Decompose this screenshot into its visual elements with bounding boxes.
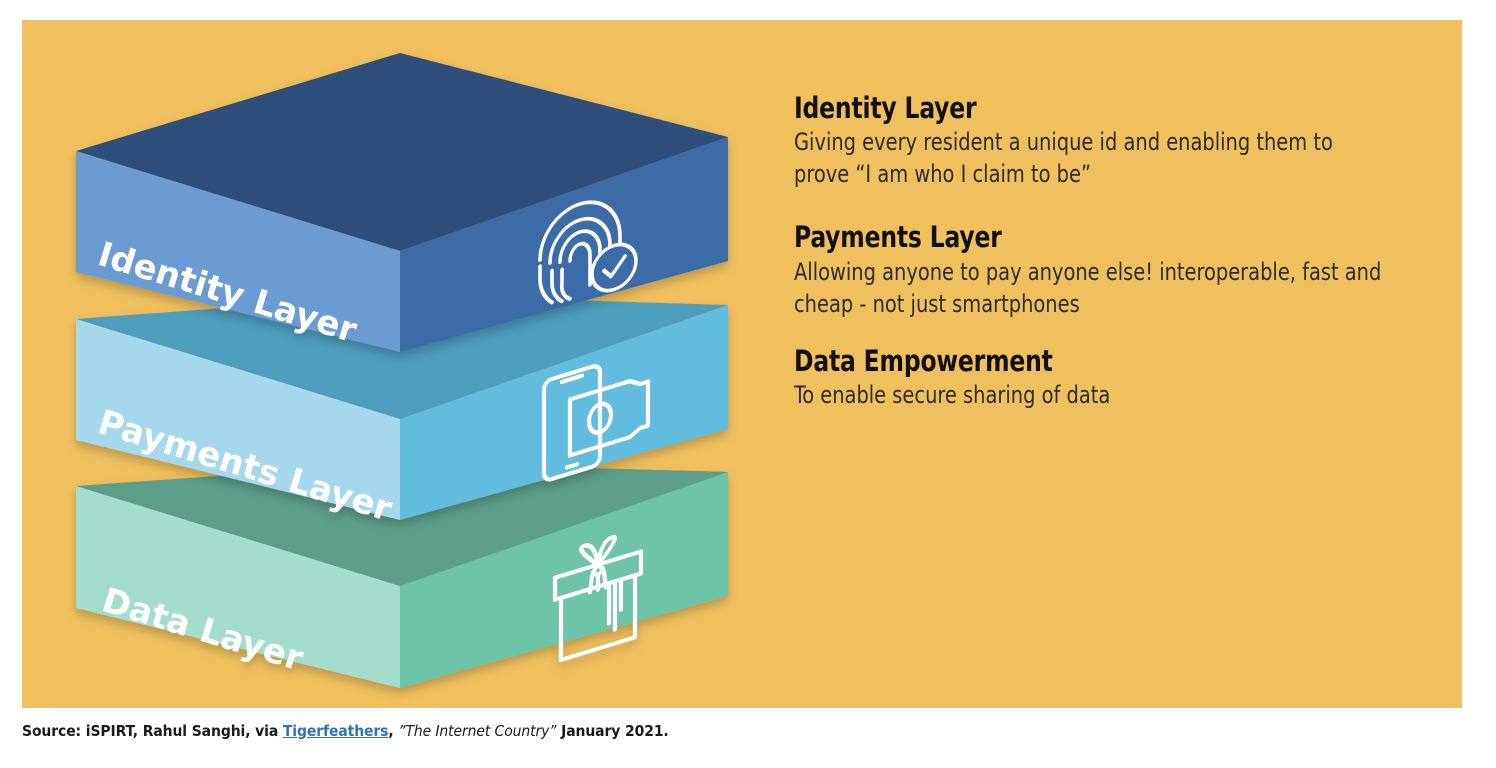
gift-box-icon <box>552 535 644 663</box>
payments-layer-top <box>76 295 728 419</box>
source-caption: Source: iSPIRT, Rahul Sanghi, via Tigerf… <box>22 722 669 740</box>
fingerprint-verified-icon <box>538 200 638 305</box>
descriptions-column: Identity Layer Giving every resident a u… <box>794 92 1454 412</box>
identity-layer-top <box>76 53 728 251</box>
source-title-text: ”The Internet Country” <box>398 722 557 740</box>
data-description-title: Data Empowerment <box>794 343 1053 378</box>
data-description-body: To enable secure sharing of data <box>794 381 1111 410</box>
tigerfeathers-link[interactable]: Tigerfeathers <box>282 722 389 740</box>
payments-description-title: Payments Layer <box>794 220 1002 255</box>
description-block-data: Data Empowerment To enable secure sharin… <box>794 343 1454 412</box>
mobile-payment-icon <box>541 364 651 482</box>
identity-description-title: Identity Layer <box>794 91 977 125</box>
identity-description-body: Giving every resident a unique id and en… <box>794 128 1333 189</box>
description-block-payments: Payments Layer Allowing anyone to pay an… <box>794 221 1454 320</box>
payments-layer-right-face <box>400 305 728 520</box>
payments-description-body: Allowing anyone to pay anyone else! inte… <box>794 257 1382 318</box>
source-mid-text: , <box>388 722 399 740</box>
data-layer-left-face <box>76 486 400 688</box>
data-layer-top <box>76 463 728 586</box>
data-layer-right-face <box>400 472 728 688</box>
identity-layer-left-face <box>76 151 400 352</box>
stack-layer-data[interactable]: Data Layer <box>75 463 728 688</box>
layer-stack-diagram: Data Layer <box>22 20 782 708</box>
payments-layer-left-face <box>76 319 400 520</box>
yellow-content-panel: Data Layer <box>22 20 1462 708</box>
description-block-identity: Identity Layer Giving every resident a u… <box>794 92 1454 191</box>
source-lead-text: Source: iSPIRT, Rahul Sanghi, via <box>22 722 283 740</box>
source-tail-text: January 2021. <box>556 722 669 740</box>
